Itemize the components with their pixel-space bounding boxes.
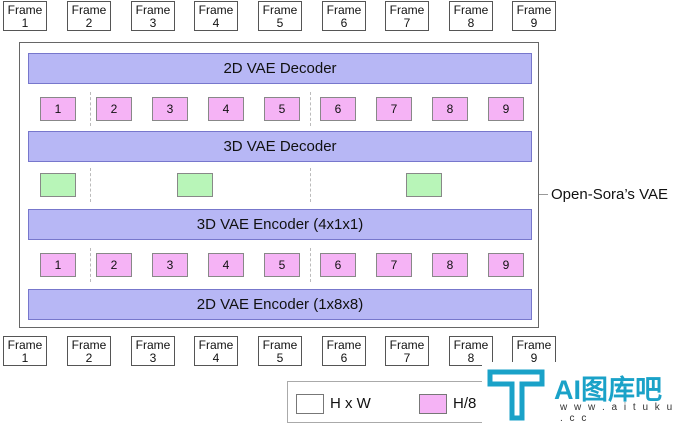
patch-box: 8 xyxy=(432,97,468,121)
3d-vae-encoder: 3D VAE Encoder (4x1x1) xyxy=(28,209,532,240)
patch-box: 8 xyxy=(432,253,468,277)
frame-label: Frame xyxy=(453,3,489,17)
frame-number: 2 xyxy=(85,351,93,365)
frame-label: Frame xyxy=(516,338,552,352)
frame-number: 8 xyxy=(467,16,475,30)
watermark-text: AI图库吧 xyxy=(554,375,662,405)
frame-number: 5 xyxy=(276,16,284,30)
patch-box: 9 xyxy=(488,253,524,277)
frame-label: Frame xyxy=(389,338,425,352)
frame-label: Frame xyxy=(135,3,171,17)
legend-label-hxw: H x W xyxy=(330,395,371,412)
frame-number: 6 xyxy=(340,351,348,365)
patch-box: 5 xyxy=(264,97,300,121)
divider xyxy=(310,92,311,126)
frame-label: Frame xyxy=(516,3,552,17)
divider xyxy=(90,248,91,282)
divider xyxy=(90,92,91,126)
open-sora-vae-label: Open-Sora’s VAE xyxy=(551,186,669,203)
watermark-logo: AI图库吧 w w w . a i t u k u . c c xyxy=(482,362,682,426)
patch-box: 7 xyxy=(376,97,412,121)
frame-label: Frame xyxy=(262,338,298,352)
frame-number: 2 xyxy=(85,16,93,30)
frame-number: 8 xyxy=(467,351,475,365)
frame-number: 4 xyxy=(212,351,220,365)
frame-label: Frame xyxy=(262,3,298,17)
divider xyxy=(310,168,311,202)
frame-number: 3 xyxy=(149,16,157,30)
patch-box: 3 xyxy=(152,253,188,277)
legend-label-h8: H/8 xyxy=(453,395,477,412)
patch-box: 1 xyxy=(40,253,76,277)
frame-label: Frame xyxy=(326,338,362,352)
frame-number: 4 xyxy=(212,16,220,30)
latent-box-1 xyxy=(40,173,76,197)
frame-number: 3 xyxy=(149,351,157,365)
latent-box-2 xyxy=(177,173,213,197)
frame-label: Frame xyxy=(453,338,489,352)
patch-box: 9 xyxy=(488,97,524,121)
3d-vae-decoder: 3D VAE Decoder xyxy=(28,131,532,162)
frame-label: Frame xyxy=(71,3,107,17)
patch-box: 5 xyxy=(264,253,300,277)
patch-box: 6 xyxy=(320,97,356,121)
frame-label: Frame xyxy=(326,3,362,17)
frame-label: Frame xyxy=(71,338,107,352)
watermark-t-icon xyxy=(487,369,545,421)
frame-label: Frame xyxy=(198,3,234,17)
divider xyxy=(310,248,311,282)
legend-swatch-hxw xyxy=(296,394,324,414)
frame-number: 9 xyxy=(530,16,538,30)
patch-box: 2 xyxy=(96,97,132,121)
frame-label: Frame xyxy=(7,338,43,352)
2d-vae-decoder: 2D VAE Decoder xyxy=(28,53,532,84)
frame-number: 5 xyxy=(276,351,284,365)
2d-vae-encoder: 2D VAE Encoder (1x8x8) xyxy=(28,289,532,320)
frame-label: Frame xyxy=(7,3,43,17)
frame-number: 1 xyxy=(21,351,29,365)
patch-box: 4 xyxy=(208,97,244,121)
frame-number: 7 xyxy=(403,351,411,365)
frame-number: 6 xyxy=(340,16,348,30)
open-sora-vae-container xyxy=(19,42,539,328)
legend: H x W H/8 xyxy=(287,381,497,423)
label-connector xyxy=(539,194,548,195)
frame-number: 1 xyxy=(21,16,29,30)
watermark-url: w w w . a i t u k u . c c xyxy=(560,402,675,424)
patch-box: 6 xyxy=(320,253,356,277)
patch-box: 4 xyxy=(208,253,244,277)
patch-box: 7 xyxy=(376,253,412,277)
frame-number: 7 xyxy=(403,16,411,30)
frame-number: 9 xyxy=(530,351,538,365)
frame-label: Frame xyxy=(135,338,171,352)
frame-label: Frame xyxy=(198,338,234,352)
frame-label: Frame xyxy=(389,3,425,17)
patch-box: 3 xyxy=(152,97,188,121)
patch-box: 2 xyxy=(96,253,132,277)
legend-swatch-h8 xyxy=(419,394,447,414)
patch-box: 1 xyxy=(40,97,76,121)
divider xyxy=(90,168,91,202)
latent-box-3 xyxy=(406,173,442,197)
